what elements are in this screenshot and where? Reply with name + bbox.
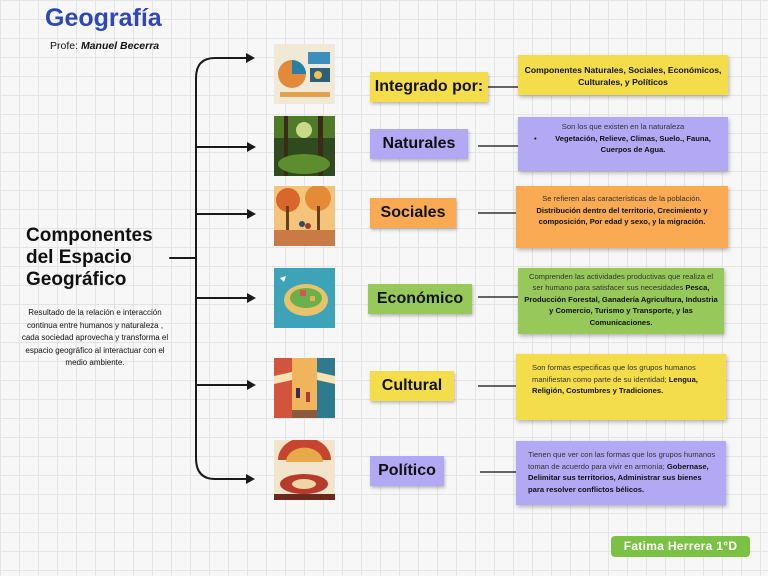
main-description: Resultado de la relación e interacción c… bbox=[21, 308, 169, 367]
parliament-chamber-image bbox=[274, 440, 335, 500]
arrowhead-icon bbox=[247, 142, 256, 152]
note-lead-text: Son formas especificas que los grupos hu… bbox=[532, 363, 696, 384]
note-integrado-por: Componentes Naturales, Sociales, Económi… bbox=[518, 55, 728, 95]
teacher-name: Manuel Becerra bbox=[80, 40, 160, 52]
label-cultural: Cultural bbox=[370, 371, 454, 401]
note-bullet: • Vegetación, Relieve, Climas, Suelo., F… bbox=[524, 133, 722, 156]
label-sociales: Sociales bbox=[370, 198, 456, 228]
economic-island-map-image bbox=[274, 268, 335, 328]
note-lead-text: Son los que existen en la naturaleza bbox=[561, 122, 685, 131]
main-heading: Componentes del Espacio Geográfico bbox=[26, 225, 196, 291]
label-naturales: Naturales bbox=[370, 129, 468, 159]
note-bold-text: Componentes Naturales, Sociales, Económi… bbox=[524, 65, 722, 87]
note-sociales: Se refieren alas características de la p… bbox=[516, 186, 728, 248]
teacher-prefix: Profe: bbox=[50, 40, 79, 52]
forest-image bbox=[274, 116, 335, 176]
note-lead-text: Comprenden las actividades productivas q… bbox=[528, 272, 714, 293]
author-badge: Fatima Herrera 1°D bbox=[611, 536, 750, 557]
geography-infographic-image bbox=[274, 44, 335, 104]
label-integrado-por: Integrado por: bbox=[370, 72, 488, 102]
note-bold-text: Pesca, Producción Forestal, Ganadería Ag… bbox=[524, 283, 718, 327]
arrowhead-icon bbox=[246, 474, 255, 484]
note-economico: Comprenden las actividades productivas q… bbox=[518, 268, 724, 334]
note-lead-text: Se refieren alas características de la p… bbox=[542, 194, 702, 203]
main-heading-line: Geográfico bbox=[26, 269, 127, 290]
arrowhead-icon bbox=[247, 209, 256, 219]
bullet-icon: • bbox=[534, 133, 537, 143]
arrowhead-icon bbox=[247, 380, 256, 390]
label-economico: Económico bbox=[368, 284, 472, 314]
note-bold-text: Lengua, Religión, Costumbres y Tradicion… bbox=[532, 374, 698, 396]
note-naturales: Son los que existen en la naturaleza • V… bbox=[518, 117, 728, 171]
street-market-image bbox=[274, 358, 335, 418]
bracket-line bbox=[195, 57, 249, 480]
teacher-line: Profe: Manuel Becerra bbox=[50, 40, 159, 52]
main-heading-line: del Espacio bbox=[26, 247, 132, 268]
arrowhead-icon bbox=[246, 53, 255, 63]
note-bold-text: Distribución dentro del territorio, Crec… bbox=[536, 205, 708, 227]
note-bold-text: Gobernase, Delimitar sus territorios, Ad… bbox=[528, 461, 709, 494]
autumn-park-people-image bbox=[274, 186, 335, 246]
main-heading-line: Componentes bbox=[26, 225, 153, 246]
note-bold-text: Vegetación, Relieve, Climas, Suelo., Fau… bbox=[555, 133, 711, 155]
label-politico: Político bbox=[370, 456, 444, 486]
note-cultural: Son formas especificas que los grupos hu… bbox=[516, 354, 726, 420]
note-lead-text: Tienen que ver con las formas que los gr… bbox=[528, 450, 716, 471]
note-politico: Tienen que ver con las formas que los gr… bbox=[516, 441, 726, 505]
arrowhead-icon bbox=[247, 293, 256, 303]
page-title: Geografía bbox=[45, 4, 162, 32]
